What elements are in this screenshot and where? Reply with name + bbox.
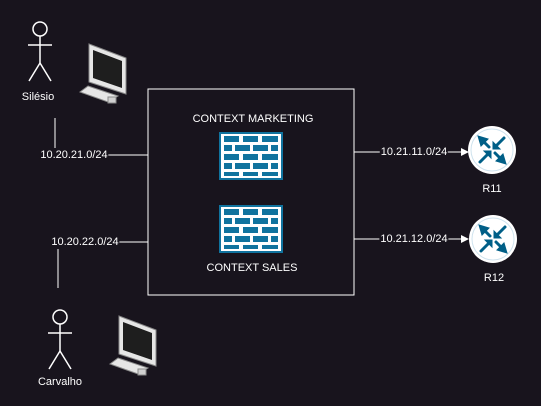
firewall-container[interactable] <box>147 88 355 296</box>
user-actor-icon[interactable] <box>48 309 72 370</box>
user-name-carvalho: Carvalho <box>37 376 83 388</box>
user-actor-icon[interactable] <box>28 21 52 82</box>
network-label-r12: 10.21.12.0/24 <box>379 232 449 246</box>
router-name-r11: R11 <box>482 183 502 195</box>
network-label-carvalho: 10.20.22.0/24 <box>50 235 120 249</box>
user-name-silesio: Silésio <box>21 91 55 103</box>
context-label-marketing: CONTEXT MARKETING <box>192 113 314 125</box>
computer-icon[interactable] <box>108 315 157 376</box>
network-label-r11: 10.21.11.0/24 <box>379 145 449 159</box>
computer-icon[interactable] <box>78 43 127 104</box>
network-label-silesio: 10.20.21.0/24 <box>39 148 109 162</box>
router-icon[interactable] <box>469 215 517 263</box>
router-name-r12: R12 <box>483 272 505 284</box>
router-icon[interactable] <box>468 126 516 174</box>
firewall-icon-marketing[interactable] <box>219 132 283 180</box>
firewall-icon-sales[interactable] <box>219 205 283 253</box>
context-label-sales: CONTEXT SALES <box>206 262 298 274</box>
